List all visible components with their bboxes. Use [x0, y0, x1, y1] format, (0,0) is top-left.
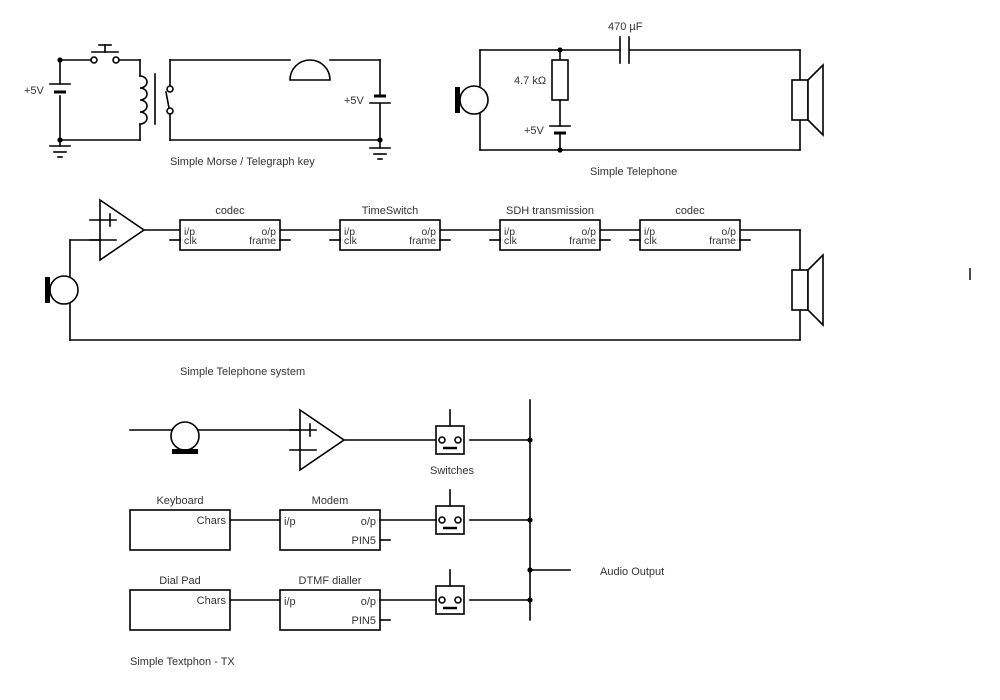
- bell-icon: [289, 59, 331, 81]
- block-output-port: Chars: [197, 515, 227, 527]
- codec-block-1: codec i/p clk o/p frame: [169, 205, 291, 251]
- amplifier-icon: [89, 198, 146, 262]
- telephone-system: codec i/p clk o/p frame TimeSwitch i/p c…: [45, 198, 971, 378]
- keyboard-block: Keyboard Chars: [129, 495, 231, 551]
- block-frame-port: frame: [249, 235, 276, 247]
- block-title: SDH transmission: [506, 205, 594, 217]
- switches-label: Switches: [430, 465, 475, 477]
- audio-output-label: Audio Output: [600, 566, 664, 578]
- morse-caption: Simple Morse / Telegraph key: [170, 156, 315, 168]
- resistor-icon: [551, 59, 569, 101]
- capacitor-icon: [619, 36, 630, 64]
- codec-block-2: codec i/p clk o/p frame: [629, 205, 751, 251]
- audio-switch-1: [435, 409, 465, 455]
- block-frame-port: frame: [709, 235, 736, 247]
- block-title: codec: [215, 205, 245, 217]
- block-input-port: i/p: [284, 516, 296, 528]
- morse-supply-right-label: +5V: [344, 95, 365, 107]
- block-output-port: o/p: [261, 226, 276, 238]
- telephone-resistor-label: 4.7 kΩ: [514, 75, 546, 87]
- block-output-port: Chars: [197, 595, 227, 607]
- modem-block: Modem i/p o/p PIN5: [279, 495, 391, 551]
- system-speaker-icon: [791, 253, 824, 327]
- block-output-port: o/p: [361, 596, 376, 608]
- block-clk-port: clk: [504, 235, 518, 247]
- telephone-circuit: 4.7 kΩ +5V 470 µF Simple Telephone: [455, 21, 824, 178]
- block-clk-port: clk: [344, 235, 358, 247]
- block-pin-port: PIN5: [352, 535, 376, 547]
- block-frame-port: frame: [409, 235, 436, 247]
- textphone-amplifier-icon: [289, 408, 346, 472]
- system-caption: Simple Telephone system: [180, 366, 305, 378]
- dtmf-dialler-block: DTMF dialler i/p o/p PIN5: [279, 575, 391, 631]
- dialpad-block: Dial Pad Chars: [129, 575, 231, 631]
- audio-switch-3: [435, 569, 465, 615]
- battery-left-icon: [49, 83, 71, 94]
- block-clk-port: clk: [184, 235, 198, 247]
- block-title: Keyboard: [156, 495, 203, 507]
- morse-circuit: +5V: [24, 44, 391, 168]
- block-frame-port: frame: [569, 235, 596, 247]
- morse-supply-left-label: +5V: [24, 85, 45, 97]
- speaker-icon: [791, 63, 824, 137]
- block-input-port: i/p: [644, 226, 655, 238]
- microphone-icon: [455, 85, 489, 115]
- block-output-port: o/p: [361, 516, 376, 528]
- telephone-capacitor-label: 470 µF: [608, 21, 643, 33]
- sdh-transmission-block: SDH transmission i/p clk o/p frame: [489, 205, 611, 251]
- ground-left-icon: [49, 139, 71, 158]
- block-input-port: i/p: [504, 226, 515, 238]
- block-pin-port: PIN5: [352, 615, 376, 627]
- textphone-circuit: Switches Audio Output Keyboard: [129, 399, 664, 668]
- block-output-port: o/p: [581, 226, 596, 238]
- block-title: TimeSwitch: [362, 205, 418, 217]
- block-output-port: o/p: [421, 226, 436, 238]
- morse-key-switch: [90, 44, 120, 64]
- relay-contact-switch: [165, 85, 174, 115]
- relay-coil-icon: [139, 73, 156, 125]
- block-clk-port: clk: [644, 235, 658, 247]
- system-microphone-icon: [45, 275, 79, 305]
- block-input-port: i/p: [184, 226, 195, 238]
- textphone-caption: Simple Textphon - TX: [130, 656, 235, 668]
- telephone-supply-label: +5V: [524, 125, 545, 137]
- ground-right-icon: [369, 139, 391, 160]
- audio-switch-2: [435, 489, 465, 535]
- block-output-port: o/p: [721, 226, 736, 238]
- timeswitch-block: TimeSwitch i/p clk o/p frame: [329, 205, 451, 251]
- telephone-caption: Simple Telephone: [590, 166, 677, 178]
- textphone-microphone-icon: [170, 421, 200, 454]
- block-title: Modem: [312, 495, 349, 507]
- block-title: DTMF dialler: [299, 575, 362, 587]
- telephone-battery-icon: [549, 125, 571, 135]
- block-title: Dial Pad: [159, 575, 201, 587]
- block-input-port: i/p: [284, 596, 296, 608]
- block-title: codec: [675, 205, 705, 217]
- battery-right-icon: [369, 94, 391, 104]
- block-input-port: i/p: [344, 226, 355, 238]
